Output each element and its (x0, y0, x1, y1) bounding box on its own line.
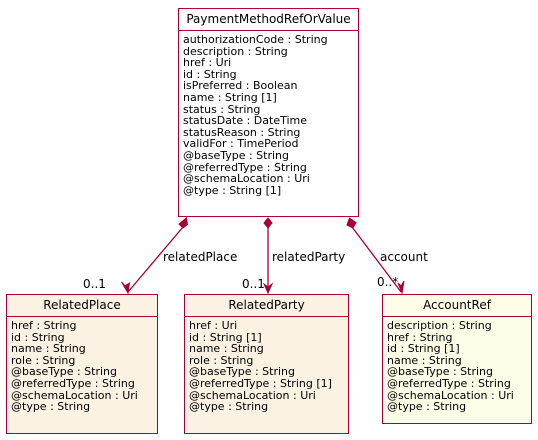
edge-label-related-place: relatedPlace (163, 250, 237, 264)
attribute: href : Uri (189, 319, 238, 332)
attribute: status : String (183, 102, 261, 116)
class-account-ref: AccountRef description : String href : S… (382, 294, 532, 424)
attribute: role : String (11, 353, 76, 367)
edge-multiplicity-related-party: 0..1 (242, 277, 265, 291)
attribute: @baseType : String (387, 365, 494, 379)
class-related-party: RelatedParty href : Uri id : String [1] … (184, 294, 349, 434)
attribute: name : String (387, 353, 462, 367)
attribute: @baseType : String (189, 365, 296, 379)
attribute: name : String (11, 342, 86, 356)
arrowhead-related-party (262, 282, 274, 295)
attribute: description : String (183, 44, 288, 58)
attribute: href : String (11, 319, 77, 332)
edge-label-related-party: relatedParty (272, 250, 345, 264)
attribute: @schemaLocation : Uri (11, 388, 138, 402)
attribute: id : String [1] (387, 342, 460, 356)
attribute: id : String [1] (189, 330, 262, 344)
class-title: PaymentMethodRefOrValue (179, 9, 358, 31)
attribute: @type : String (189, 400, 269, 414)
attribute: @schemaLocation : Uri (189, 388, 316, 402)
class-attributes: description : String href : String id : … (383, 317, 531, 415)
attribute: href : String (387, 330, 453, 344)
composition-diamond-account (346, 217, 357, 229)
class-attributes: href : String id : String name : String … (7, 317, 157, 415)
attribute: @type : String (387, 400, 467, 414)
attribute: @referredType : String (11, 376, 135, 390)
attribute: name : String (189, 342, 264, 356)
attribute: authorizationCode : String (183, 33, 328, 46)
class-payment-method-ref-or-value: PaymentMethodRefOrValue authorizationCod… (178, 8, 359, 217)
arrowhead-related-place (121, 281, 131, 295)
attribute: statusReason : String (183, 125, 301, 139)
attribute: description : String (387, 319, 492, 332)
attribute: validFor : TimePeriod (183, 137, 299, 151)
attribute: @baseType : String (183, 148, 290, 162)
attribute: isPreferred : Boolean (183, 79, 298, 93)
class-attributes: href : Uri id : String [1] name : String… (185, 317, 348, 415)
attribute: @baseType : String (11, 365, 118, 379)
attribute: @schemaLocation : Uri (387, 388, 514, 402)
attribute: href : Uri (183, 56, 232, 70)
attribute: id : String (11, 330, 65, 344)
attribute: @referredType : String (387, 376, 511, 390)
attribute: id : String (183, 67, 237, 81)
edge-multiplicity-account: 0..* (377, 275, 398, 289)
edge-label-account: account (380, 250, 428, 264)
attribute: @type : String [1] (183, 183, 282, 197)
edge-account-line (351, 226, 402, 293)
attribute: @type : String (11, 400, 91, 414)
arrowhead-account (397, 280, 405, 295)
class-attributes: authorizationCode : String description :… (179, 31, 358, 198)
edge-multiplicity-related-place: 0..1 (83, 277, 106, 291)
class-title: RelatedParty (185, 295, 348, 317)
composition-diamond-related-place (178, 217, 188, 229)
class-title: RelatedPlace (7, 295, 157, 317)
attribute: @referredType : String [1] (189, 376, 332, 390)
attribute: role : String (189, 353, 254, 367)
attribute: @schemaLocation : Uri (183, 172, 310, 186)
edge-related-place-line (127, 226, 184, 293)
attribute: @referredType : String (183, 160, 307, 174)
composition-diamond-related-party (263, 217, 273, 229)
attribute: name : String [1] (183, 90, 277, 104)
class-related-place: RelatedPlace href : String id : String n… (6, 294, 158, 434)
attribute: statusDate : DateTime (183, 114, 308, 128)
class-title: AccountRef (383, 295, 531, 317)
